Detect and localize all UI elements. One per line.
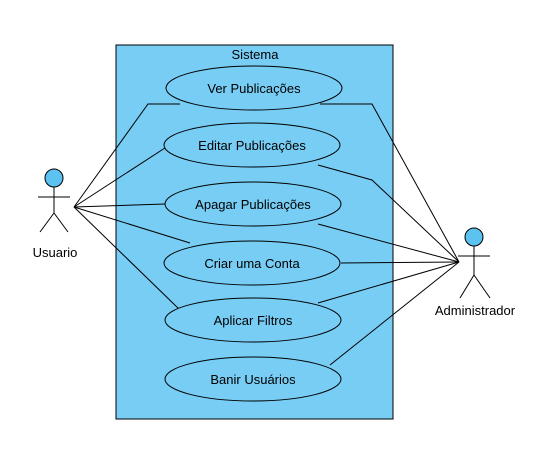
assoc-usuario-apagar <box>73 203 166 208</box>
assoc-admin-ver <box>320 103 460 263</box>
use-case-label: Criar uma Conta <box>204 256 300 271</box>
actor-label: Usuario <box>33 245 78 260</box>
assoc-admin-apagar <box>317 223 460 263</box>
actor-head-icon <box>464 227 484 247</box>
actor-label: Administrador <box>435 303 516 318</box>
use-case-label: Banir Usuários <box>210 372 296 387</box>
actor-usuario[interactable]: Usuario <box>33 168 78 260</box>
use-case-editar[interactable]: Editar Publicações <box>163 122 341 168</box>
use-case-label: Apagar Publicações <box>195 197 311 212</box>
assoc-usuario-editar <box>73 145 169 208</box>
use-case-label: Editar Publicações <box>198 138 306 153</box>
use-case-ver[interactable]: Ver Publicações <box>165 65 343 111</box>
use-case-label: Aplicar Filtros <box>214 313 293 328</box>
assoc-usuario-criar <box>73 206 191 244</box>
actor-head-icon <box>44 168 64 188</box>
administrador-associations <box>317 103 460 366</box>
assoc-admin-editar <box>317 164 460 263</box>
use-case-filtros[interactable]: Aplicar Filtros <box>164 297 342 343</box>
assoc-admin-banir <box>329 261 460 366</box>
use-case-apagar[interactable]: Apagar Publicações <box>164 181 342 227</box>
assoc-admin-criar <box>340 261 460 264</box>
use-case-banir[interactable]: Banir Usuários <box>164 356 342 402</box>
use-case-label: Ver Publicações <box>207 81 301 96</box>
use-case-criar[interactable]: Criar uma Conta <box>163 240 341 286</box>
assoc-usuario-ver <box>73 103 180 208</box>
assoc-admin-filtros <box>317 261 460 304</box>
actor-administrador[interactable]: Administrador <box>435 227 516 318</box>
system-title: Sistema <box>232 47 280 62</box>
assoc-usuario-filtros <box>73 206 181 311</box>
usuario-associations <box>73 103 191 311</box>
